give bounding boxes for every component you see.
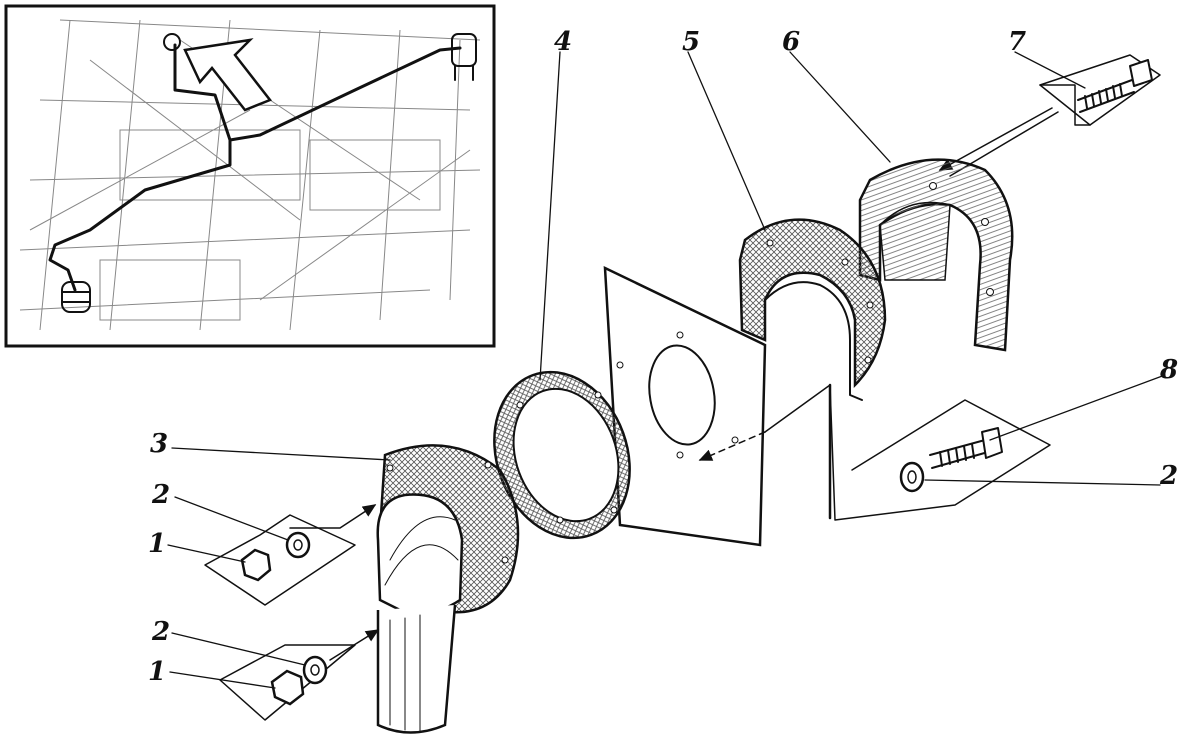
bolt-washer-part-8	[764, 383, 1051, 521]
callout-labels: 4 5 6 7 8 3 2 1 2 1 2	[148, 27, 1178, 687]
elbow-flange-part-3	[376, 444, 520, 734]
callout-6: 6	[782, 27, 800, 57]
chassis-inset	[4, 4, 496, 348]
callout-7: 7	[1008, 27, 1026, 57]
nut-washer-group-upper	[204, 504, 377, 606]
callout-4: 4	[554, 27, 572, 57]
leader-lines	[167, 51, 1166, 689]
callout-2-upper: 2	[151, 480, 170, 510]
ring-gasket-part-4	[493, 370, 631, 540]
callout-8: 8	[1159, 355, 1178, 385]
nut-washer-group-lower	[219, 629, 380, 721]
callout-1-upper: 1	[148, 529, 166, 559]
u-cover-part-6	[858, 158, 1014, 352]
horseshoe-gasket-part-5	[738, 218, 887, 401]
callout-3: 3	[150, 429, 168, 459]
callout-2-lower: 2	[151, 617, 170, 647]
bolt-part-7	[938, 54, 1161, 177]
callout-5: 5	[682, 27, 700, 57]
mounting-plate	[603, 265, 767, 547]
callout-2-right: 2	[1159, 461, 1178, 491]
callout-1-lower: 1	[148, 657, 166, 687]
